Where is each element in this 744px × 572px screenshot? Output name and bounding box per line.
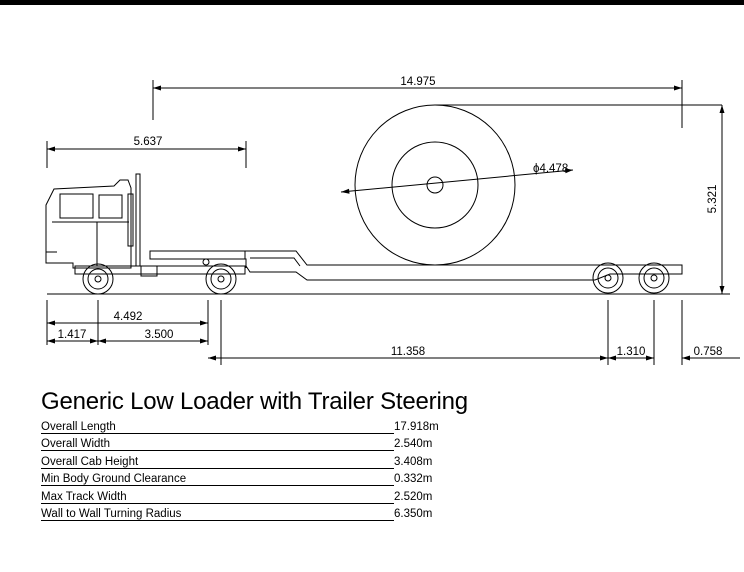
dim-label-height: 5.321 bbox=[707, 185, 719, 214]
wheel bbox=[205, 263, 237, 295]
dim-label-4492: 4.492 bbox=[114, 311, 143, 323]
spec-value: 3.408m bbox=[394, 455, 433, 468]
wheel bbox=[82, 263, 114, 295]
spec-table: Overall Length 17.918m Overall Width 2.5… bbox=[41, 421, 461, 525]
leader-line bbox=[41, 519, 394, 521]
spec-label: Min Body Ground Clearance bbox=[41, 473, 188, 486]
spec-row: Overall Length 17.918m bbox=[41, 421, 461, 438]
dim-label-1417: 1.417 bbox=[58, 329, 87, 341]
tractor-chassis bbox=[74, 250, 247, 277]
dim-label-1310: 1.310 bbox=[617, 346, 646, 358]
cylindrical-load bbox=[354, 104, 722, 266]
spec-value: 17.918m bbox=[394, 421, 439, 433]
trailer-deck bbox=[150, 250, 683, 281]
drawing-title: Generic Low Loader with Trailer Steering bbox=[41, 388, 468, 415]
spec-row: Overall Cab Height 3.408m bbox=[41, 455, 461, 473]
spec-row: Wall to Wall Turning Radius 6.350m bbox=[41, 507, 461, 525]
dim-label-overall-span: 14.975 bbox=[400, 76, 435, 88]
spec-value: 0.332m bbox=[394, 473, 433, 486]
vehicle-drawing: 14.975 5.637 ϕ4.478 5.321 4.492 1.417 3.… bbox=[45, 76, 740, 365]
spec-row: Min Body Ground Clearance 0.332m bbox=[41, 473, 461, 490]
spec-row: Max Track Width 2.520m bbox=[41, 490, 461, 508]
spec-value: 6.350m bbox=[394, 507, 433, 520]
wheel bbox=[638, 262, 670, 294]
leader-line bbox=[41, 502, 394, 504]
spec-value: 2.520m bbox=[394, 490, 433, 503]
dim-label-cab: 5.637 bbox=[134, 136, 163, 148]
spec-label: Overall Length bbox=[41, 421, 117, 433]
spec-label: Max Track Width bbox=[41, 490, 128, 503]
leader-line bbox=[41, 450, 394, 452]
tractor-cab bbox=[45, 173, 141, 269]
wheel bbox=[592, 262, 624, 294]
spec-value: 2.540m bbox=[394, 438, 433, 451]
leader-line bbox=[41, 433, 394, 434]
top-border bbox=[0, 0, 744, 5]
arrowheads bbox=[47, 85, 725, 361]
spec-label: Overall Cab Height bbox=[41, 455, 140, 468]
dim-label-3500: 3.500 bbox=[145, 329, 174, 341]
dim-label-11358: 11.358 bbox=[391, 346, 425, 358]
spec-label: Overall Width bbox=[41, 438, 112, 451]
leader-line bbox=[41, 485, 394, 487]
dim-label-diameter: ϕ4.478 bbox=[533, 163, 568, 175]
spec-row: Overall Width 2.540m bbox=[41, 438, 461, 455]
diameter-leader bbox=[340, 169, 574, 193]
dim-label-0758: 0.758 bbox=[694, 346, 723, 358]
spec-label: Wall to Wall Turning Radius bbox=[41, 507, 183, 520]
leader-line bbox=[41, 467, 394, 469]
